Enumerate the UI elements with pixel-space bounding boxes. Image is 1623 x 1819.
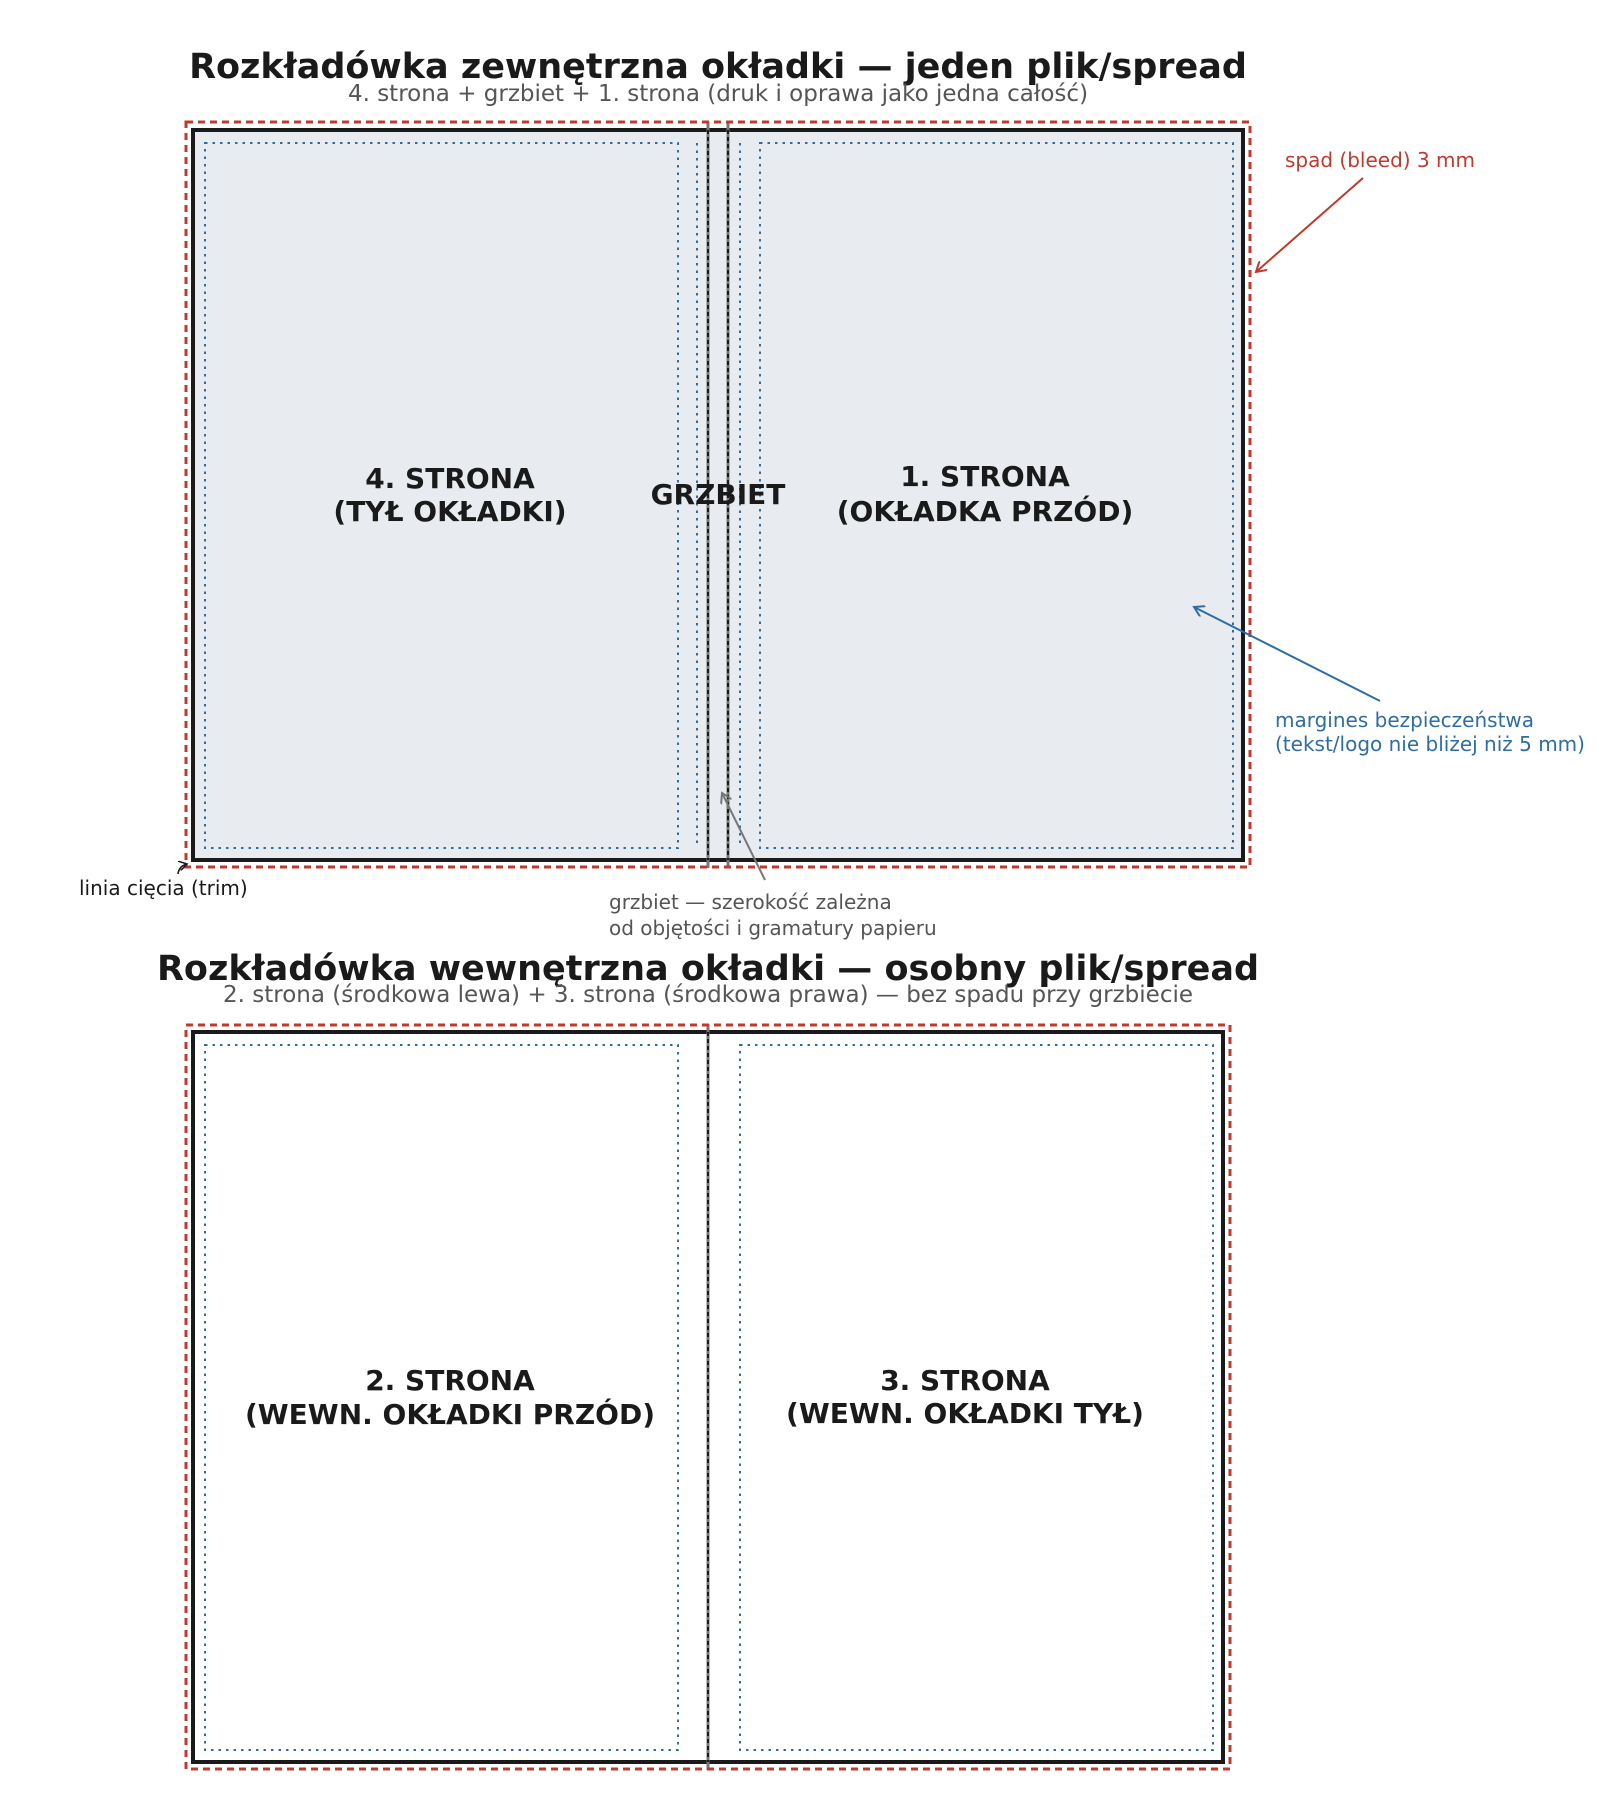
back-cover-label-1: 4. STRONA [365, 462, 535, 495]
back-cover-safety-margin [204, 142, 679, 849]
inner-spread-title: Rozkładówka wewnętrzna okładki — osobny … [157, 949, 1259, 989]
front-cover-panel [728, 130, 1243, 860]
spine-panel [708, 130, 728, 860]
outer-spread-title: Rozkładówka zewnętrzna okładki — jeden p… [189, 47, 1247, 87]
back-cover-label-2: (TYŁ OKŁADKI) [333, 495, 566, 528]
spine-label: GRZBIET [651, 478, 786, 511]
safety-arrow [1194, 607, 1381, 702]
spine-arrow [722, 793, 766, 881]
inner-spread-subtitle: 2. strona (środkowa lewa) + 3. strona (ś… [223, 982, 1193, 1008]
inner-left-safety-margin [204, 1044, 679, 1751]
outer-bleed-line [184, 120, 1252, 869]
bleed-arrow [1256, 177, 1364, 272]
spine-annotation-1: grzbiet — szerokość zależna [609, 890, 892, 914]
trim-annotation: linia cięcia (trim) [79, 876, 248, 900]
inner-bleed-line [184, 1023, 1232, 1771]
inner-right-safety-margin [739, 1044, 1214, 1751]
front-cover-label-1: 1. STRONA [900, 460, 1070, 493]
inner-right-label-1: 3. STRONA [880, 1364, 1050, 1397]
inner-right-label-2: (WEWN. OKŁADKI TYŁ) [786, 1397, 1144, 1430]
spine-annotation-2: od objętości i gramatury papieru [609, 916, 937, 940]
outer-spread-subtitle: 4. strona + grzbiet + 1. strona (druk i … [348, 81, 1088, 107]
front-cover-label-2: (OKŁADKA PRZÓD) [837, 494, 1134, 528]
inner-left-label-1: 2. STRONA [365, 1364, 535, 1397]
front-cover-safety-margin [759, 142, 1234, 849]
bleed-annotation: spad (bleed) 3 mm [1285, 148, 1475, 172]
outer-trim-line [191, 128, 1245, 862]
trim-arrow [177, 864, 187, 875]
safety-annotation-1: margines bezpieczeństwa [1275, 708, 1534, 732]
inner-left-label-2: (WEWN. OKŁADKI PRZÓD) [245, 1397, 655, 1431]
back-cover-panel [193, 130, 708, 860]
safety-annotation-2: (tekst/logo nie bliżej niż 5 mm) [1275, 732, 1585, 756]
